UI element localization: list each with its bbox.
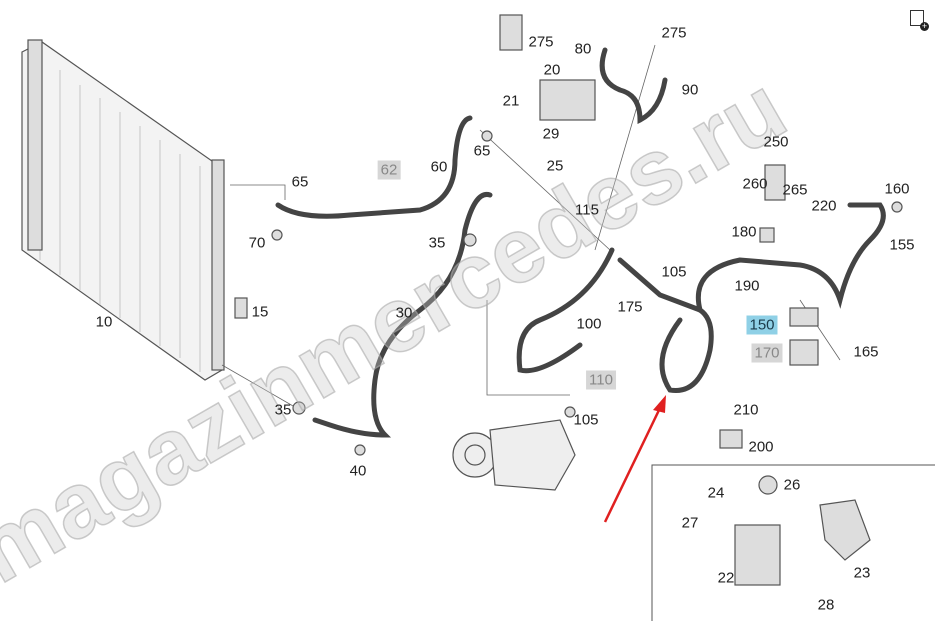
- part-label[interactable]: 70: [248, 234, 266, 252]
- part-label[interactable]: 65: [473, 142, 491, 160]
- part-label[interactable]: 155: [889, 236, 915, 254]
- part-label[interactable]: 105: [573, 411, 599, 429]
- part-label[interactable]: 220: [811, 197, 837, 215]
- part-label[interactable]: 105: [661, 263, 687, 281]
- part-label-selected[interactable]: 150: [746, 315, 778, 335]
- part-label[interactable]: 190: [734, 277, 760, 295]
- part-label[interactable]: 10: [95, 313, 113, 331]
- condenser-part: [21, 39, 225, 381]
- part-label[interactable]: 21: [502, 92, 520, 110]
- part-label[interactable]: 28: [817, 596, 835, 614]
- part-label[interactable]: 27: [681, 514, 699, 532]
- part-label[interactable]: 200: [748, 438, 774, 456]
- compressor-part: [452, 419, 576, 491]
- part-label[interactable]: 265: [782, 181, 808, 199]
- part-label[interactable]: 15: [251, 303, 269, 321]
- part-label-unavailable[interactable]: 170: [751, 343, 783, 363]
- part-label[interactable]: 22: [717, 569, 735, 587]
- part-label[interactable]: 80: [574, 40, 592, 58]
- part-label[interactable]: 90: [681, 81, 699, 99]
- part-label[interactable]: 60: [430, 158, 448, 176]
- add-to-list-icon[interactable]: +: [910, 10, 929, 31]
- hoses: [275, 47, 886, 438]
- part-label[interactable]: 24: [707, 484, 725, 502]
- part-label[interactable]: 175: [617, 298, 643, 316]
- part-label[interactable]: 165: [853, 343, 879, 361]
- part-label[interactable]: 20: [543, 61, 561, 79]
- part-label-unavailable[interactable]: 62: [377, 160, 401, 180]
- part-label[interactable]: 275: [528, 33, 554, 51]
- part-label[interactable]: 160: [884, 180, 910, 198]
- part-label[interactable]: 115: [575, 201, 599, 219]
- part-label[interactable]: 25: [546, 157, 564, 175]
- part-label[interactable]: 30: [395, 304, 413, 322]
- part-label[interactable]: 180: [731, 223, 757, 241]
- inset-frame: [651, 464, 935, 621]
- part-label[interactable]: 275: [661, 24, 687, 42]
- part-label[interactable]: 250: [763, 133, 789, 151]
- part-label-unavailable[interactable]: 110: [586, 370, 616, 390]
- part-label[interactable]: 40: [349, 462, 367, 480]
- part-label[interactable]: 65: [291, 173, 309, 191]
- part-label[interactable]: 35: [274, 401, 292, 419]
- part-label[interactable]: 260: [742, 175, 768, 193]
- part-label[interactable]: 35: [428, 234, 446, 252]
- part-label[interactable]: 100: [576, 315, 602, 333]
- part-label[interactable]: 23: [853, 564, 871, 582]
- red-arrow-icon: [603, 395, 666, 523]
- part-label[interactable]: 26: [783, 476, 801, 494]
- part-label[interactable]: 210: [733, 401, 759, 419]
- part-label[interactable]: 29: [542, 125, 560, 143]
